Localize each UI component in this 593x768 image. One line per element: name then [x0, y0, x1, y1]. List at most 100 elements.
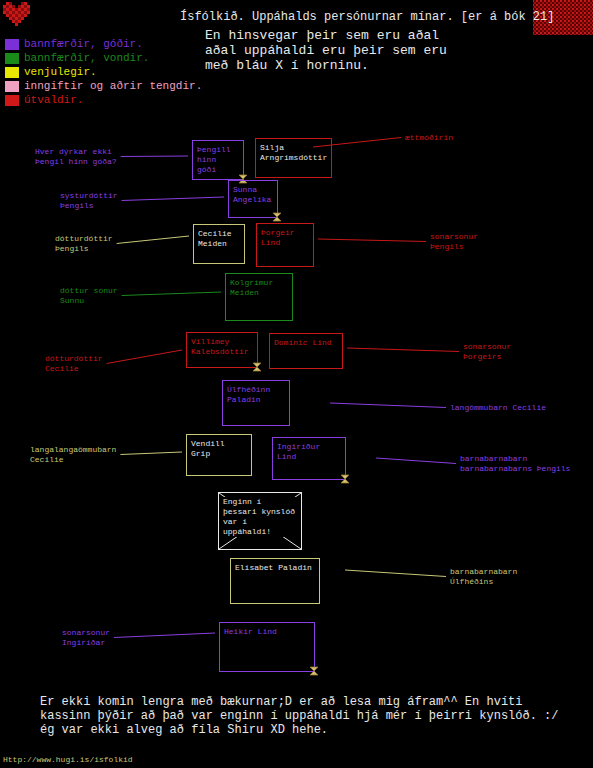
- heart-pixel: [3, 5, 6, 8]
- relation-note: ættmóðirin: [405, 133, 475, 143]
- person-name: Ingiríður Lind: [277, 442, 341, 462]
- person-box: Úlfhéðinn Paladin: [222, 380, 290, 426]
- person-box: Kolgrímur Meiden: [225, 273, 293, 321]
- legend-row: bannfærðir, vondir.: [5, 52, 149, 65]
- heart-pixel: [18, 17, 21, 20]
- person-name: Vendill Grip: [191, 439, 247, 459]
- heart-pixel: [12, 14, 15, 17]
- relation-note: dótturdóttir Þengils: [55, 234, 125, 254]
- person-box: Enginn í þessari kynslóð var í uppáhaldi…: [218, 492, 302, 550]
- heart-pixel: [18, 11, 21, 14]
- legend-text: venjulegir.: [24, 66, 97, 79]
- heart-pixel: [9, 2, 12, 5]
- heart-pixel: [21, 14, 24, 17]
- person-name: Villimey Kalebsdóttir: [191, 337, 253, 357]
- leader-line: [122, 197, 224, 201]
- relation-note: Hver dýrkar ekki Þengil hinn góða?: [35, 147, 123, 167]
- person-box: Heikir Lind: [219, 622, 315, 672]
- heart-pixel: [15, 14, 18, 17]
- heart-pixel: [24, 11, 27, 14]
- heart-pixel: [27, 11, 30, 14]
- person-name: Kolgrímur Meiden: [230, 278, 288, 298]
- legend-row: venjulegir.: [5, 66, 97, 79]
- heart-pixel: [9, 17, 12, 20]
- heart-pixel: [9, 11, 12, 14]
- person-box: Þorgeir Lind: [256, 223, 314, 267]
- heart-pixel: [24, 2, 27, 5]
- relation-note: systurdóttir Þengils: [60, 191, 130, 211]
- heart-pixel: [21, 17, 24, 20]
- legend-swatch: [5, 67, 19, 78]
- relation-note: sonarsonur Þengils: [430, 232, 490, 252]
- person-box: Þengill hinn góði: [192, 140, 244, 180]
- heart-pixel: [24, 8, 27, 11]
- legend-row: bannfærðir, góðir.: [5, 38, 143, 51]
- favourite-mark: [272, 212, 282, 222]
- heart-pixel: [3, 11, 6, 14]
- heart-icon: [3, 2, 30, 26]
- legend-text: bannfærðir, vondir.: [24, 52, 149, 65]
- person-name: Sunna Angelíka: [233, 185, 273, 205]
- heart-pixel: [15, 23, 18, 26]
- heart-pixel: [6, 5, 9, 8]
- page-title: Ísfólkið. Uppáhalds persónurnar mínar. […: [180, 10, 554, 24]
- footer-note: Er ekki komin lengra með bækurnar;D er a…: [40, 695, 570, 737]
- heart-pixel: [9, 14, 12, 17]
- heart-pixel: [21, 2, 24, 5]
- relation-note: sonarsonur Þorgeirs: [463, 342, 523, 362]
- legend-row: inngiftir og aðrir tengdir.: [5, 80, 202, 93]
- person-box: Elísabet Paladin: [230, 558, 320, 604]
- person-box: Ingiríður Lind: [272, 437, 346, 480]
- legend-swatch: [5, 53, 19, 64]
- person-name: Þengill hinn góði: [197, 145, 239, 175]
- legend-text: útvaldir.: [24, 94, 83, 107]
- heart-pixel: [9, 5, 12, 8]
- person-name: Elísabet Paladin: [235, 563, 315, 573]
- heart-pixel: [15, 20, 18, 23]
- heart-pixel: [21, 11, 24, 14]
- favourite-mark: [252, 362, 262, 372]
- heart-pixel: [12, 17, 15, 20]
- heart-pixel: [15, 8, 18, 11]
- heart-pixel: [3, 8, 6, 11]
- heart-pixel: [24, 5, 27, 8]
- leader-line: [122, 292, 221, 296]
- heart-pixel: [18, 5, 21, 8]
- heart-pixel: [12, 11, 15, 14]
- source-url: Http://www.hugi.is/isfolkid: [3, 755, 203, 765]
- leader-line: [117, 236, 189, 244]
- person-name: Þorgeir Lind: [261, 228, 309, 248]
- person-name: Heikir Lind: [224, 627, 310, 637]
- heart-pixel: [15, 11, 18, 14]
- heart-pixel: [6, 2, 9, 5]
- person-name: Silja Arngrímsdóttir: [260, 143, 327, 163]
- person-box: Silja Arngrímsdóttir: [255, 138, 332, 178]
- leader-line: [347, 348, 459, 352]
- legend-text: inngiftir og aðrir tengdir.: [24, 80, 202, 93]
- relation-note: langömmubarn Cecilie: [450, 403, 582, 413]
- favourite-mark: [309, 666, 319, 676]
- heart-pixel: [6, 11, 9, 14]
- legend-row: útvaldir.: [5, 94, 83, 107]
- heart-pixel: [18, 8, 21, 11]
- heart-pixel: [12, 20, 15, 23]
- leader-line: [120, 452, 182, 455]
- leader-line: [330, 403, 446, 408]
- heart-pixel: [27, 8, 30, 11]
- heart-pixel: [18, 20, 21, 23]
- leader-line: [114, 633, 215, 638]
- subtitle-note: En hinsvegar þeir sem eru aðal aðal uppá…: [205, 28, 457, 73]
- relation-note: barnabarnabarn barnabarnabarns Þengils: [460, 454, 585, 474]
- heart-pixel: [9, 8, 12, 11]
- legend-swatch: [5, 81, 19, 92]
- person-name: Enginn í þessari kynslóð var í uppáhaldi…: [223, 497, 297, 537]
- heart-pixel: [12, 8, 15, 11]
- person-box: Dominic Lind: [269, 333, 343, 369]
- relation-note: langalangaömmubarn Cecilie: [30, 445, 122, 465]
- leader-line: [376, 458, 456, 464]
- person-box: Vendill Grip: [186, 434, 252, 476]
- heart-pixel: [15, 17, 18, 20]
- person-box: Sunna Angelíka: [228, 180, 278, 218]
- person-name: Dominic Lind: [274, 338, 338, 348]
